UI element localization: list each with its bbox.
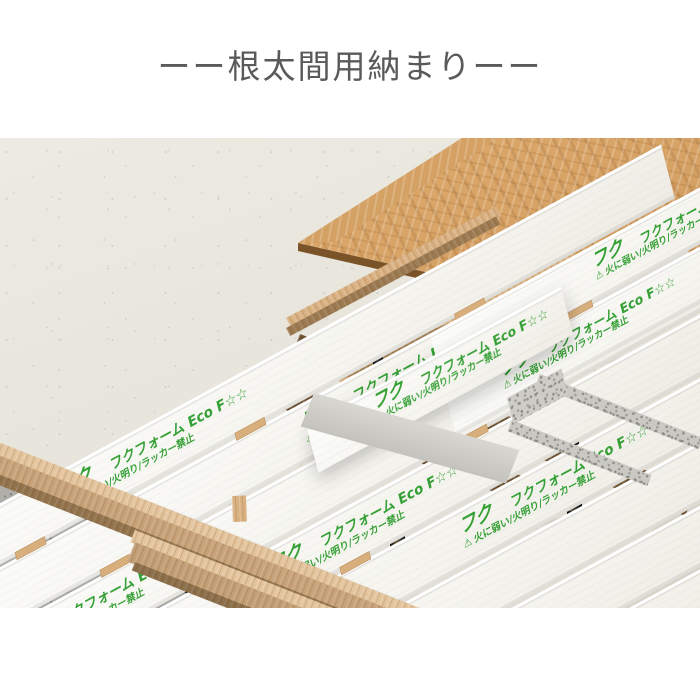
joist-end [232,495,247,522]
page-title: ーー根太間用納まりーー [157,47,543,86]
construction-diagram-illustration: フク ⚠ 火に弱い/火明り/ラッカー禁止 フクフォーム Eco F☆☆ フク ⚠… [0,138,700,608]
